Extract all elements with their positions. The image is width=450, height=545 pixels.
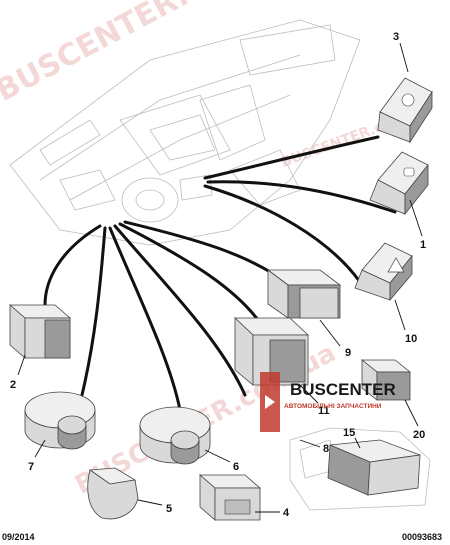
watermark-text-top: BUSCENTER.com.ua — [0, 0, 303, 109]
switch-part-2 — [8, 304, 72, 359]
switch-part-3 — [377, 77, 433, 144]
harness-wires — [43, 135, 397, 412]
unit-part-15 — [327, 439, 421, 496]
callout-4: 4 — [283, 507, 290, 519]
callout-8: 8 — [323, 443, 329, 455]
callout-3: 3 — [393, 31, 399, 43]
callout-6: 6 — [233, 461, 239, 473]
switch-part-1 — [369, 151, 429, 216]
switch-part-9 — [266, 269, 342, 319]
leader-lines — [17, 42, 423, 513]
switch-part-4 — [198, 474, 262, 521]
callout-2: 2 — [10, 379, 16, 391]
footer-ref: 00093683 — [402, 532, 442, 542]
callout-7: 7 — [28, 461, 34, 473]
callout-9: 9 — [345, 347, 351, 359]
switch-part-10 — [354, 242, 413, 302]
switch-part-20 — [360, 359, 412, 401]
callout-15: 15 — [343, 427, 355, 439]
mirror-control-part-7 — [24, 391, 96, 450]
footer-date: 09/2014 — [2, 532, 35, 542]
logo-tagline: АВТОМОБІЛЬНІ ЗАПЧАСТИНИ — [284, 403, 382, 410]
logo-name: BUSCENTER — [290, 380, 396, 399]
mirror-control-part-6 — [139, 406, 211, 465]
callout-11: 11 — [318, 405, 330, 417]
callout-1: 1 — [420, 239, 426, 251]
buscenter-logo: BUSCENTER АВТОМОБІЛЬНІ ЗАПЧАСТИНИ — [260, 372, 396, 432]
callout-20: 20 — [413, 429, 425, 441]
callout-10: 10 — [405, 333, 417, 345]
switch-part-11 — [233, 317, 310, 386]
logo-arrow-icon — [265, 395, 275, 409]
callout-5: 5 — [166, 503, 172, 515]
blank-cover-part-5 — [87, 467, 139, 520]
callout-labels: 3 1 10 9 11 2 7 6 8 15 20 5 4 — [10, 31, 426, 519]
